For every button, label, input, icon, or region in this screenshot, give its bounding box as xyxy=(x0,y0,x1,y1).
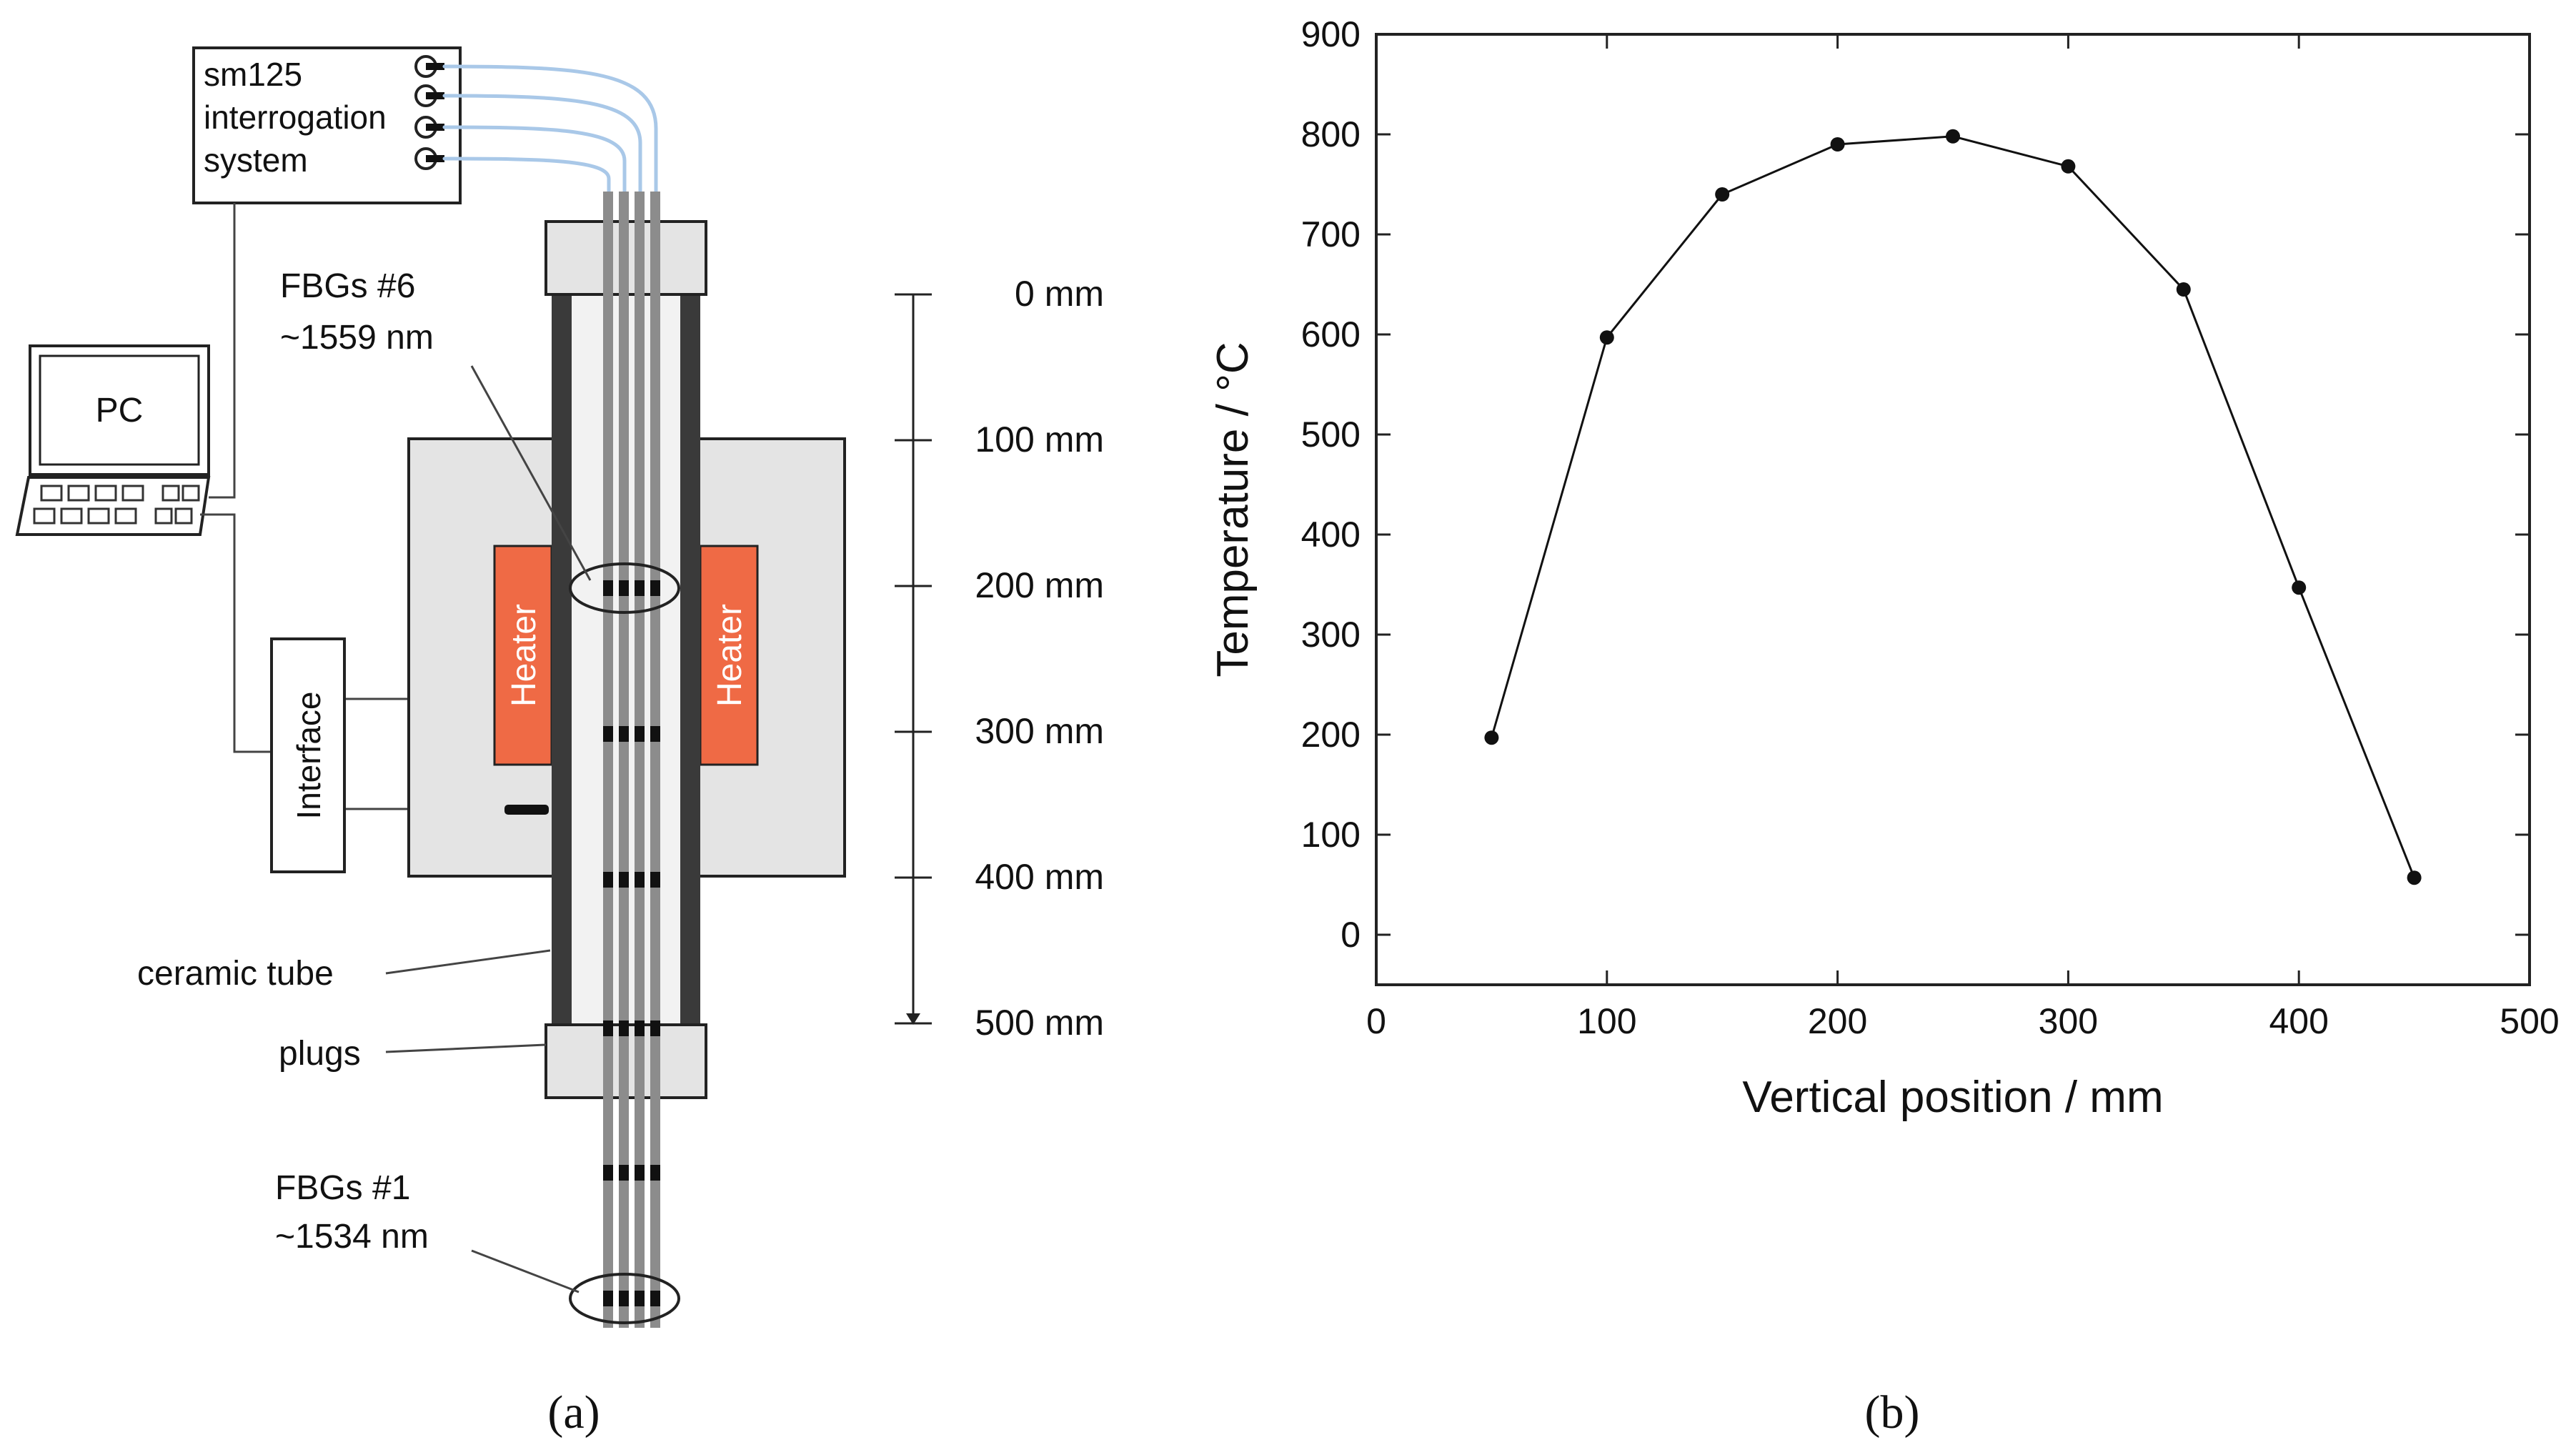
wire-pc-interface xyxy=(200,513,272,753)
data-point xyxy=(2292,580,2307,595)
scale-label-0: 0 mm xyxy=(1015,274,1104,314)
caption-b: (b) xyxy=(1865,1386,1920,1439)
series-line xyxy=(1490,135,2415,878)
data-points xyxy=(1484,129,2422,885)
thermocouple xyxy=(504,805,549,815)
fbg-6-label: FBGs #6 xyxy=(280,267,415,305)
caption-a: (a) xyxy=(547,1386,600,1439)
leader-plugs xyxy=(385,1043,547,1053)
scale-ticks xyxy=(895,293,932,1025)
optical-fiber xyxy=(650,192,660,1328)
optical-fiber xyxy=(603,192,613,1328)
y-tick-label: 0 xyxy=(1341,915,1361,955)
data-point xyxy=(1946,129,1960,144)
panel-b-chart: 0 100 200 300 400 500 600 700 800 900 0 100 200 300 4… xyxy=(1208,14,2560,1439)
plot-frame xyxy=(1375,33,2531,986)
y-tick-label: 200 xyxy=(1301,715,1361,755)
fiber-cables xyxy=(442,64,658,194)
fbg-row-6 xyxy=(603,580,660,596)
data-point xyxy=(1599,330,1614,345)
heater-right-label: Heater xyxy=(711,604,749,707)
optical-fiber xyxy=(619,192,629,1328)
fbg-markers xyxy=(603,580,660,1306)
pc-label: PC xyxy=(96,392,144,429)
panel-a-diagram: sm125 interrogation system PC xyxy=(15,46,1104,1439)
port-plug xyxy=(426,63,444,70)
x-tick-label: 200 xyxy=(1808,1001,1867,1041)
ceramic-tube-right-wall xyxy=(680,294,700,1025)
fbg-1-highlight xyxy=(569,1273,680,1324)
fiber-cable xyxy=(442,157,611,194)
fbg-6-highlight xyxy=(569,562,680,614)
fbg-row-3 xyxy=(603,1021,660,1036)
optical-fiber xyxy=(635,192,645,1328)
optical-fibers xyxy=(603,192,660,1328)
leader-fbg1 xyxy=(471,1249,580,1293)
x-axis-label: Vertical position / mm xyxy=(1742,1073,2163,1122)
data-point xyxy=(2176,282,2191,297)
scale-arrowhead xyxy=(906,1013,920,1025)
leader-fbg6 xyxy=(470,365,592,581)
leader-lines xyxy=(385,365,592,1293)
y-tick-label: 700 xyxy=(1301,214,1361,254)
scale-label-100: 100 mm xyxy=(975,419,1104,460)
heater-right xyxy=(699,545,759,766)
port-plug xyxy=(426,92,444,99)
wire-interrogator-pc xyxy=(209,203,236,499)
keyboard-keys xyxy=(33,485,200,525)
interrogator-line-1: sm125 xyxy=(204,56,302,93)
y-tick-label: 800 xyxy=(1301,114,1361,154)
interface-box xyxy=(270,637,346,873)
x-tick-label: 500 xyxy=(2500,1001,2559,1041)
y-tick-label: 600 xyxy=(1301,314,1361,354)
ceramic-tube-label: ceramic tube xyxy=(137,955,334,993)
fiber-cable xyxy=(442,64,658,194)
fbg-row-2 xyxy=(603,1165,660,1181)
fbg-row-5 xyxy=(603,726,660,742)
scale-label-300: 300 mm xyxy=(975,711,1104,751)
connector-ports xyxy=(414,55,444,170)
x-tick-label: 300 xyxy=(2039,1001,2098,1041)
data-point xyxy=(1830,137,1845,152)
interrogator-line-2: interrogation xyxy=(204,99,387,136)
data-point xyxy=(1715,187,1730,202)
port-plug xyxy=(426,155,444,162)
fbg-row-1 xyxy=(603,1291,660,1306)
y-tick-label: 500 xyxy=(1301,414,1361,455)
pc-computer: PC xyxy=(15,344,211,536)
x-tick-label: 100 xyxy=(1577,1001,1636,1041)
scale-label-500: 500 mm xyxy=(975,1003,1104,1043)
y-axis-ticks: 0 100 200 300 400 500 600 700 800 900 xyxy=(1301,14,2530,955)
port-plug xyxy=(426,124,444,131)
fiber-cable xyxy=(442,125,627,194)
y-tick-label: 300 xyxy=(1301,615,1361,655)
scale-bar: 0 mm 100 mm 200 mm 300 mm 400 mm 500 mm xyxy=(895,274,1104,1043)
y-tick-label: 900 xyxy=(1301,14,1361,54)
y-tick-label: 100 xyxy=(1301,815,1361,855)
x-tick-label: 400 xyxy=(2269,1001,2328,1041)
ceramic-tube-left-wall xyxy=(552,294,572,1025)
interface-label: Interface xyxy=(290,692,327,820)
y-tick-label: 400 xyxy=(1301,515,1361,555)
fbg-1-label: FBGs #1 xyxy=(275,1169,410,1207)
y-axis-label: Temperature / °C xyxy=(1208,342,1258,677)
heater-left-label: Heater xyxy=(505,604,543,707)
fbg-1-wavelength: ~1534 nm xyxy=(275,1218,429,1256)
leader-ceramic-tube xyxy=(385,949,551,975)
x-tick-label: 0 xyxy=(1366,1001,1386,1041)
data-point xyxy=(2407,870,2422,885)
fiber-cable xyxy=(442,94,642,194)
fbg-6-wavelength: ~1559 nm xyxy=(280,319,434,357)
x-axis-ticks: 0 100 200 300 400 500 xyxy=(1366,34,2560,1041)
scale-label-200: 200 mm xyxy=(975,565,1104,605)
fbg-row-4 xyxy=(603,872,660,888)
scale-label-400: 400 mm xyxy=(975,857,1104,897)
plugs-label: plugs xyxy=(279,1035,361,1073)
interrogator-line-3: system xyxy=(204,141,308,179)
series-line-group xyxy=(1490,135,2415,878)
pc-screen xyxy=(39,354,200,466)
data-point xyxy=(2061,159,2076,174)
data-point xyxy=(1484,730,1499,745)
